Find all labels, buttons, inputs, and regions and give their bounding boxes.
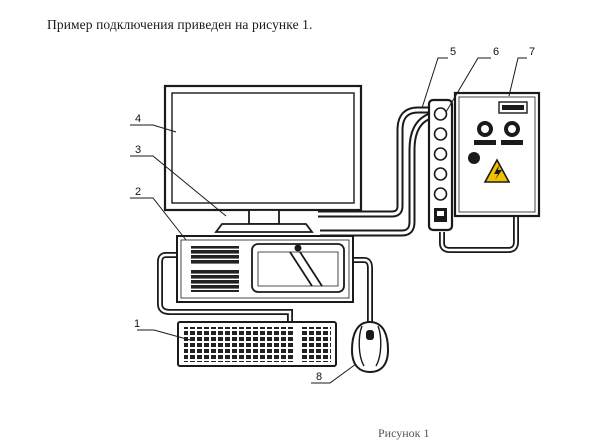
callout-6: 6 xyxy=(493,46,499,58)
callout-3: 3 xyxy=(135,144,141,156)
leader-lines xyxy=(130,57,527,384)
figure-caption: Рисунок 1 xyxy=(378,426,430,440)
callout-1: 1 xyxy=(134,318,140,330)
intro-text: Пример подключения приведен на рисунке 1… xyxy=(47,17,313,32)
control-cabinet xyxy=(453,91,541,218)
system-unit xyxy=(176,235,354,303)
callout-7: 7 xyxy=(529,46,535,58)
monitor xyxy=(163,84,363,233)
mouse xyxy=(350,320,390,374)
mouse-cable xyxy=(352,257,373,330)
callout-5: 5 xyxy=(450,46,456,58)
power-strip xyxy=(427,98,454,232)
keyboard xyxy=(177,321,337,367)
callout-2: 2 xyxy=(135,186,141,198)
callout-8: 8 xyxy=(316,371,322,383)
callout-4: 4 xyxy=(135,113,141,125)
